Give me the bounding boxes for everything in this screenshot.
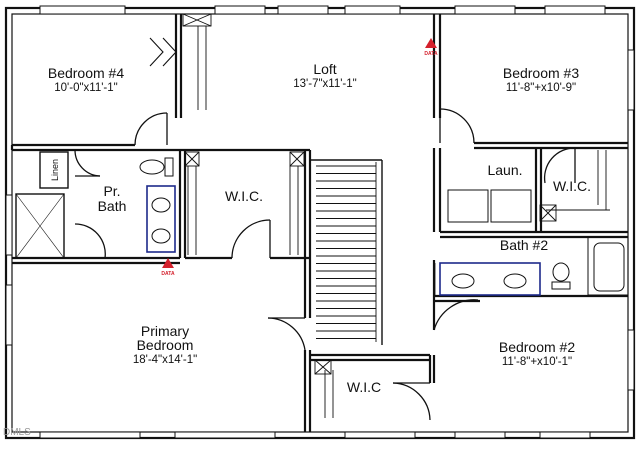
room-dims-bedroom2: 11'-8"+x10'-1" [502, 356, 572, 368]
room-name-wic-bedroom3: W.I.C. [553, 178, 591, 194]
room-name-bedroom2: Bedroom #2 [499, 339, 575, 355]
room-dims-bedroom3: 11'-8"+x10'-9" [506, 82, 576, 94]
room-dims-bedroom4: 10'-0"x11'-1" [54, 82, 118, 94]
doors [74, 37, 576, 421]
room-dims-primary: 18'-4"x14'-1" [133, 354, 197, 366]
room-name-bath2: Bath #2 [500, 237, 548, 253]
room-name-primary-line2: Bedroom [137, 337, 194, 353]
windows [5, 5, 635, 439]
room-name-pr-bath-line2: Bath [98, 198, 127, 214]
svg-text:DATA: DATA [424, 51, 438, 57]
room-name-wic-primary: W.I.C. [225, 188, 263, 204]
room-name-primary-line1: Primary [141, 323, 189, 339]
plumbing-fixtures [15, 157, 629, 296]
room-name-bedroom3: Bedroom #3 [503, 65, 579, 81]
data-marker: DATA [424, 38, 438, 57]
closet-shelves [182, 13, 610, 418]
room-name-wic-bedroom2: W.I.C [347, 379, 381, 395]
watermark: DMLS [3, 427, 31, 438]
room-name-linen: Linen [50, 159, 60, 181]
data-marker: DATA [161, 258, 175, 277]
room-name-pr-bath-line1: Pr. [103, 183, 120, 199]
room-name-laundry: Laun. [487, 162, 522, 178]
svg-text:DATA: DATA [161, 271, 175, 277]
room-dims-loft: 13'-7"x11'-1" [293, 78, 357, 90]
room-name-loft: Loft [313, 61, 336, 77]
room-name-bedroom4: Bedroom #4 [48, 65, 124, 81]
staircase [316, 162, 377, 342]
